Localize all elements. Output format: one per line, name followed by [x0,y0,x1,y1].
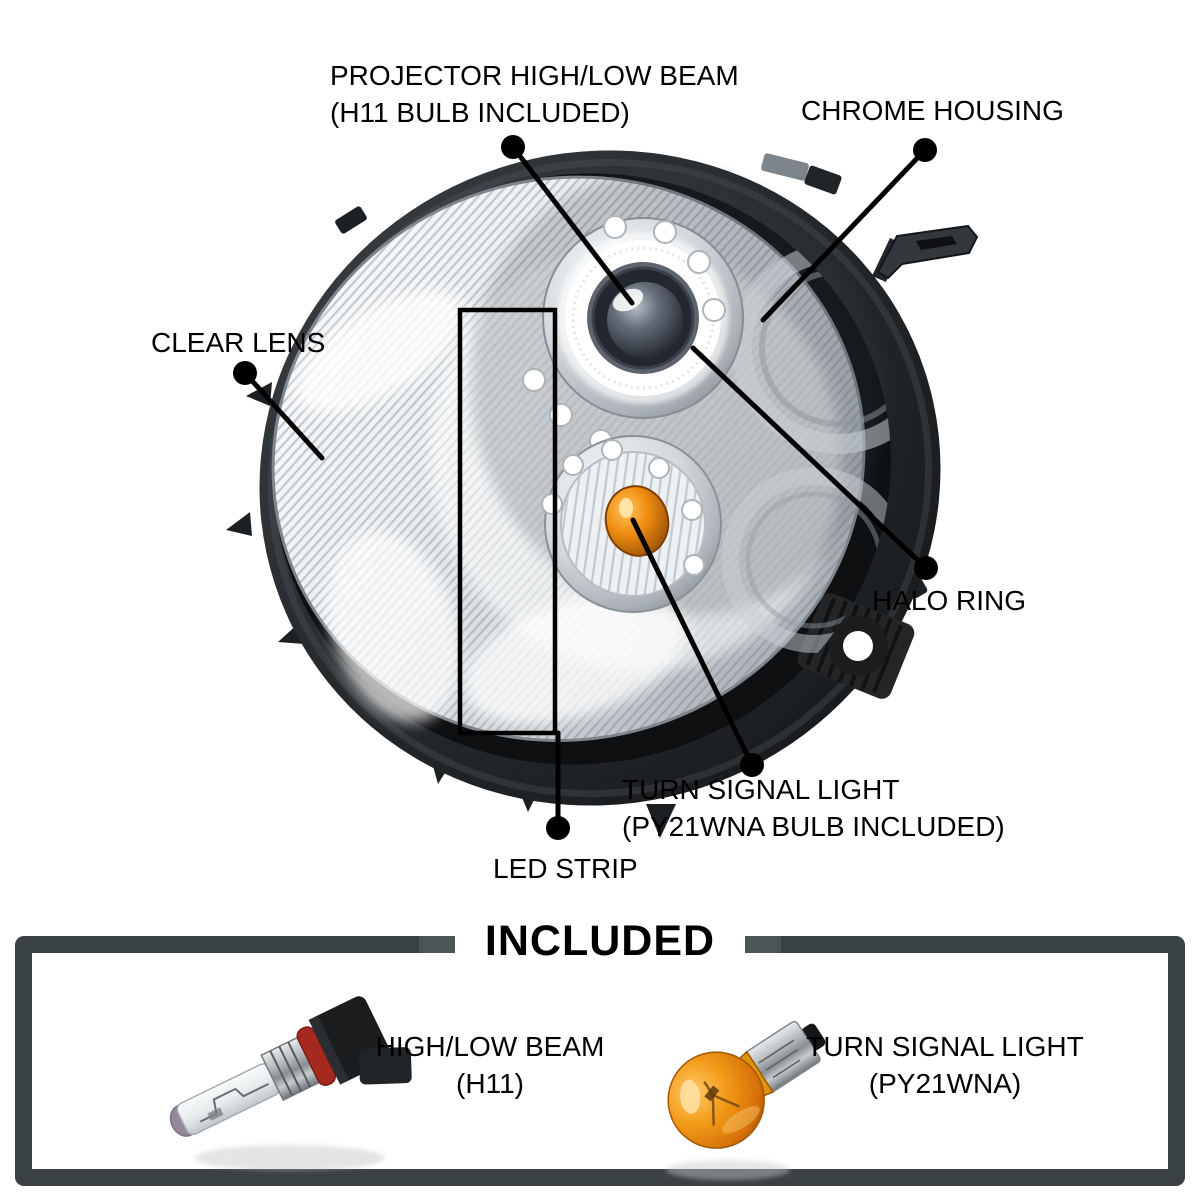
lens-highlight-bottom [463,593,686,725]
callout-chrome-housing-line1: CHROME HOUSING [801,95,1064,126]
callout-turn-signal-line2: (PY21WNA BULB INCLUDED) [622,811,1005,842]
callout-line-turn-signal [630,517,755,768]
top-left-tab [335,206,367,234]
housing-rim-sheen [267,158,933,798]
callout-dots [233,135,938,840]
included-item-h11-line1: HIGH/LOW BEAM [375,1031,605,1062]
included-item-py21wna-label: TURN SIGNAL LIGHT (PY21WNA) [800,1028,1090,1102]
callout-turn-signal-label: TURN SIGNAL LIGHT (PY21WNA BULB INCLUDED… [622,771,1005,845]
projector-lens [607,282,683,358]
included-section-title: INCLUDED [474,917,726,966]
callout-lines [242,144,929,831]
callout-chrome-housing-label: CHROME HOUSING [801,92,1064,129]
amber-glint [619,498,633,518]
callout-led-strip-line1: LED STRIP [493,853,638,884]
callout-clear-lens-label: CLEAR LENS [151,324,325,361]
callout-halo-ring-label: HALO RING [872,582,1026,619]
bottom-tab-3 [646,804,676,838]
h11-connector-socket [358,1047,412,1085]
callout-clear-lens-line1: CLEAR LENS [151,327,326,358]
py21w-base-markings [758,1039,801,1079]
callout-dot-halo-ring [914,556,938,580]
h11-bulb-image [169,996,412,1137]
py21w-amber-glass [667,1051,765,1149]
included-frame-dash-right [745,936,781,953]
included-item-h11-line2: (H11) [456,1068,524,1099]
included-frame [15,936,1185,1186]
callout-projector-line2: (H11 BULB INCLUDED) [330,97,630,128]
led-strip-outline [457,307,558,736]
callout-dot-clear-lens [233,361,257,385]
py21w-glint [680,1079,701,1114]
callout-line-projector [510,144,635,306]
h11-bulb-reflection [195,1145,385,1171]
lens-highlight-top [296,290,464,414]
py21w-bulb-image [667,1020,826,1149]
included-item-py21wna-line1: TURN SIGNAL LIGHT [806,1031,1084,1062]
top-tab [804,165,842,195]
h11-glass-tube [176,1063,280,1136]
included-frame-dash-left [419,936,455,953]
py21w-bulb-reflection [666,1160,790,1180]
left-tab-2 [226,512,252,536]
adjuster-ring-hole [843,631,873,661]
callout-turn-signal-line1: TURN SIGNAL LIGHT [622,774,900,805]
included-item-py21wna-line2: (PY21WNA) [868,1068,1022,1099]
callout-line-halo-ring [690,345,929,571]
callout-projector-line1: PROJECTOR HIGH/LOW BEAM [330,60,739,91]
callout-dot-projector [501,135,525,159]
mounting-wing [876,224,979,280]
lens-highlight-left [327,531,461,723]
callout-line-chrome-housing [760,147,928,323]
included-item-h11-label: HIGH/LOW BEAM (H11) [360,1028,620,1102]
projector-assembly [542,217,744,419]
callout-dot-led-strip [546,816,570,840]
callout-led-strip-label: LED STRIP [493,850,638,887]
callout-line-clear-lens [242,370,325,461]
left-tab-1 [246,382,272,406]
py21w-base-tip [801,1023,826,1051]
callout-dot-chrome-housing [913,138,937,162]
callout-projector-label: PROJECTOR HIGH/LOW BEAM (H11 BULB INCLUD… [330,57,739,131]
callout-dot-turn-signal [740,753,764,777]
top-clip-tab [761,153,809,181]
callout-halo-ring-line1: HALO RING [872,585,1027,616]
mounting-wing-slot [916,236,957,250]
